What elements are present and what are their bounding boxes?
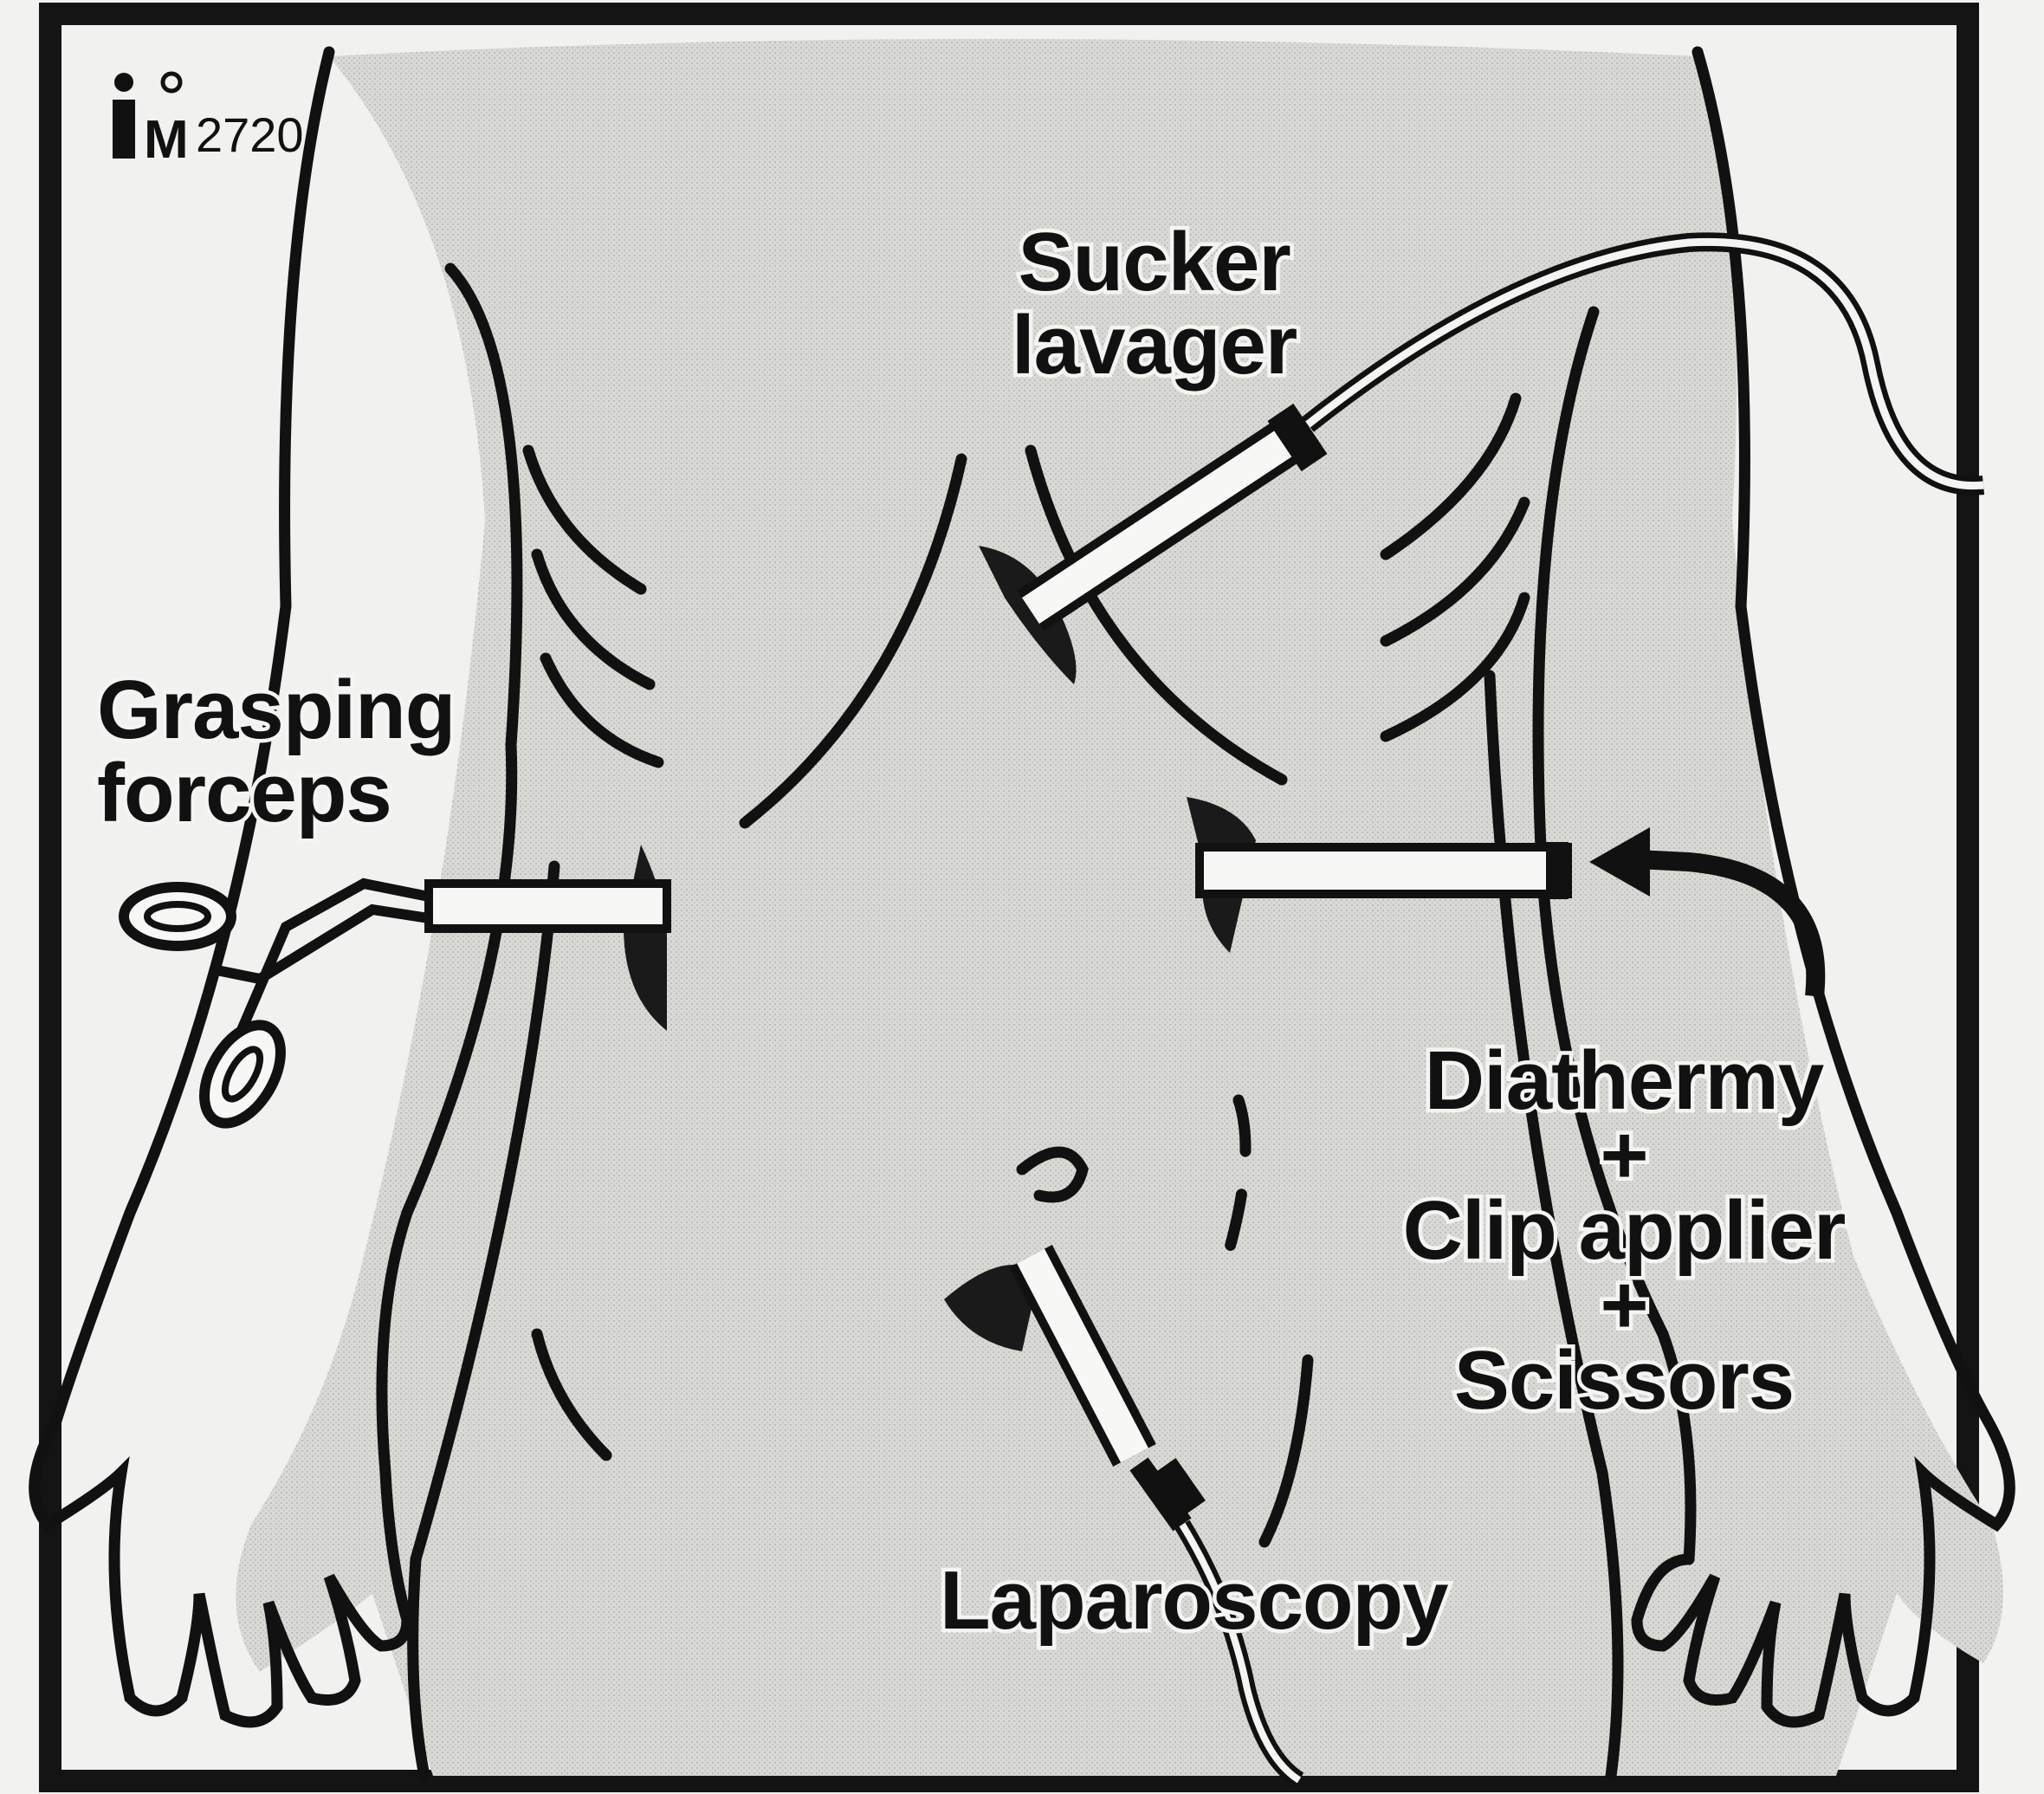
label-diathermy: Diathermy [1381,1044,1866,1118]
logo-mark: M [144,110,189,170]
label-scissors: Scissors [1381,1344,1866,1418]
label-laparoscopy: Laparoscopy [940,1559,1448,1642]
label-diathermy-group: Diathermy + Clip applier + Scissors [1381,1044,1866,1418]
label-grasping-line-1: Grasping [97,669,455,752]
label-grasping-line-2: forceps [97,752,455,835]
diathermy-port-icon [1200,842,1569,899]
label-grasping-forceps: Grasping forceps [97,669,455,835]
label-plus-1: + [1381,1118,1866,1193]
label-sucker-line-1: Sucker [1012,221,1297,304]
label-sucker-line-2: lavager [1012,304,1297,387]
label-sucker-lavager: Sucker lavager [1012,221,1297,387]
logo-number: 2720 [196,111,304,159]
label-clip-applier: Clip applier [1381,1194,1866,1268]
label-plus-2: + [1381,1268,1866,1343]
